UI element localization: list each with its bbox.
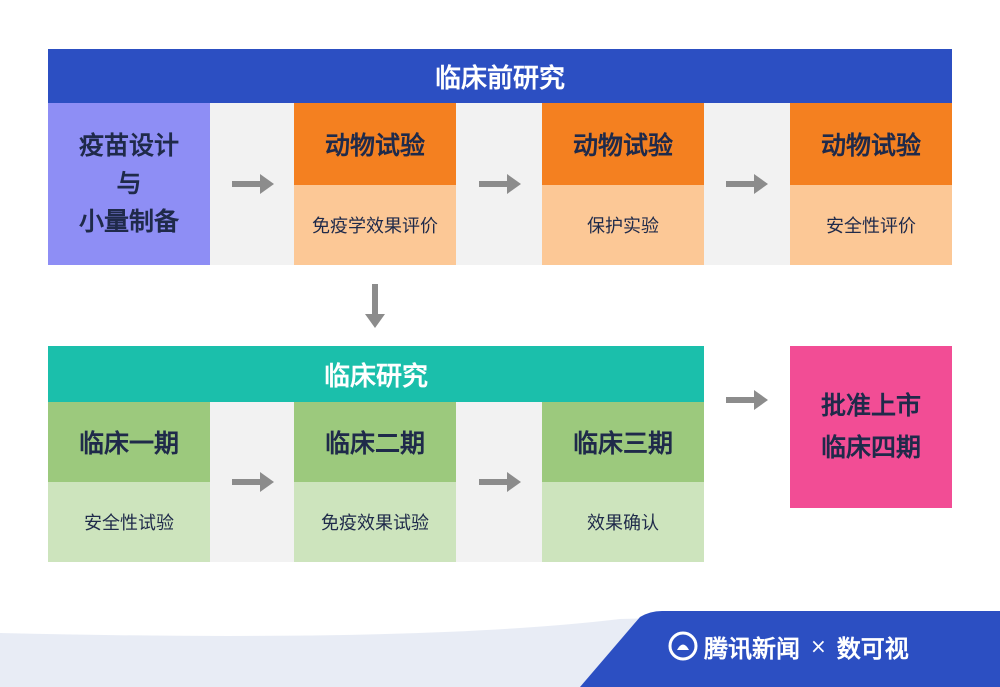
arrow-down-icon [365,284,385,328]
approval-line-1: 批准上市 [820,391,921,420]
vaccine-design-box: 疫苗设计 与 小量制备 [48,103,210,265]
preclinical-header: 临床前研究 [48,49,952,103]
arrow-right-icon [479,174,521,194]
clinical-phase-1-title: 临床一期 [48,402,210,482]
clinical-phase-2-title: 临床二期 [294,402,456,482]
vaccine-design-line-2: 与 [116,169,142,198]
footer-band [0,611,1000,687]
clinical-header: 临床研究 [48,346,704,402]
animal-trial-2-title: 动物试验 [542,103,704,185]
approval-box: 批准上市 临床四期 [790,346,952,508]
arrow-right-icon [726,390,768,410]
animal-trial-3-title: 动物试验 [790,103,952,185]
animal-trial-3-sub: 安全性评价 [790,185,952,265]
clinical-phase-3-sub: 效果确认 [542,482,704,562]
animal-trial-1-title: 动物试验 [294,103,456,185]
vaccine-design-line-3: 小量制备 [78,207,179,236]
animal-trial-2-sub: 保护实验 [542,185,704,265]
clinical-phase-1-sub: 安全性试验 [48,482,210,562]
arrow-right-icon [232,174,274,194]
footer-separator: × [810,634,827,658]
clinical-phase-2-sub: 免疫效果试验 [294,482,456,562]
clinical-phase-3-title: 临床三期 [542,402,704,482]
arrow-right-icon [726,174,768,194]
footer-brand-name: 腾讯新闻 [704,634,800,663]
footer-partner-name: 数可视 [836,634,909,663]
vaccine-design-line-1: 疫苗设计 [78,131,179,160]
tencent-news-logo-icon [668,631,698,661]
animal-trial-1-sub: 免疫学效果评价 [294,185,456,265]
footer-brand: 腾讯新闻 × 数可视 [668,624,909,668]
arrow-right-icon [232,472,274,492]
arrow-right-icon [479,472,521,492]
approval-line-2: 临床四期 [820,433,921,462]
